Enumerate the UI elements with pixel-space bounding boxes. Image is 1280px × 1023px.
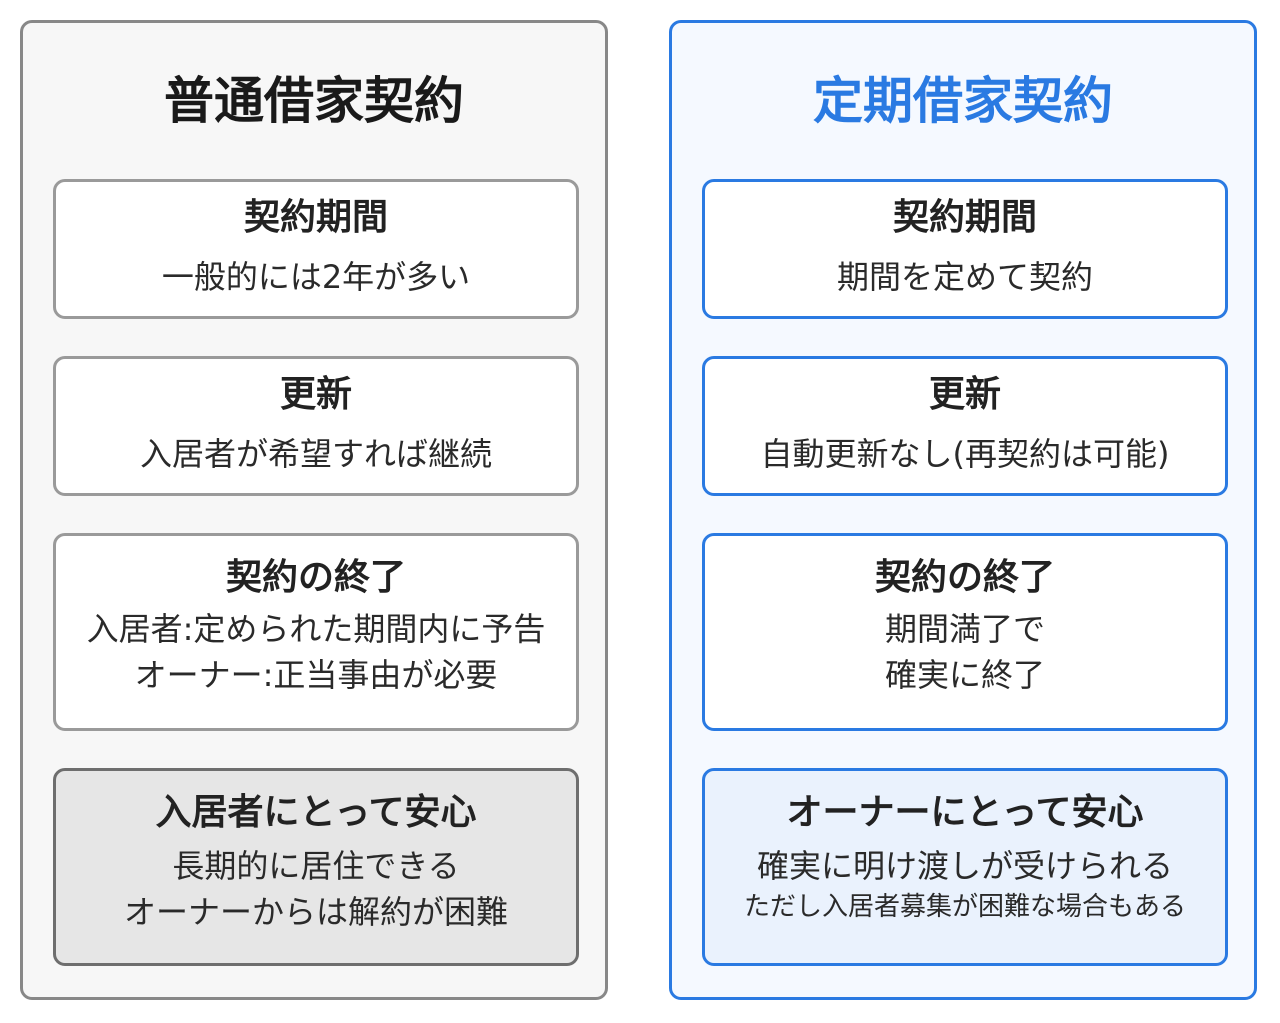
ordinary-termination-card: 契約の終了 入居者:定められた期間内に予告 オーナー:正当事由が必要: [53, 533, 579, 731]
card-title: オーナーにとって安心: [786, 792, 1144, 833]
card-title: 契約の終了: [874, 557, 1055, 598]
fixed-renewal-card: 更新 自動更新なし(再契約は可能): [702, 356, 1228, 496]
card-text: 確実に終了: [884, 656, 1045, 694]
card-text: 入居者が希望すれば継続: [139, 435, 492, 473]
card-title: 契約期間: [892, 197, 1037, 238]
card-title: 契約の終了: [225, 557, 406, 598]
card-text: 長期的に居住できる: [172, 847, 460, 885]
fixed-term-lease-column: 定期借家契約 契約期間 期間を定めて契約 更新 自動更新なし(再契約は可能) 契…: [669, 20, 1257, 1000]
ordinary-tenant-security-card: 入居者にとって安心 長期的に居住できる オーナーからは解約が困難: [53, 768, 579, 966]
fixed-term-lease-title: 定期借家契約: [813, 72, 1113, 130]
ordinary-lease-title: 普通借家契約: [164, 72, 464, 130]
card-text: 自動更新なし(再契約は可能): [760, 435, 1170, 473]
card-text: 期間満了で: [884, 610, 1045, 648]
fixed-owner-security-card: オーナーにとって安心 確実に明け渡しが受けられる ただし入居者募集が困難な場合も…: [702, 768, 1228, 966]
card-note: ただし入居者募集が困難な場合もある: [743, 892, 1186, 922]
card-text: オーナー:正当事由が必要: [134, 656, 498, 694]
card-text: オーナーからは解約が困難: [123, 893, 508, 931]
card-text: 入居者:定められた期間内に予告: [86, 610, 546, 648]
fixed-termination-card: 契約の終了 期間満了で 確実に終了: [702, 533, 1228, 731]
card-text: 期間を定めて契約: [836, 258, 1093, 296]
card-text: 確実に明け渡しが受けられる: [756, 847, 1173, 885]
ordinary-renewal-card: 更新 入居者が希望すれば継続: [53, 356, 579, 496]
card-title: 入居者にとって安心: [155, 792, 477, 833]
card-title: 更新: [928, 374, 1001, 415]
ordinary-contract-period-card: 契約期間 一般的には2年が多い: [53, 179, 579, 319]
card-text: 一般的には2年が多い: [161, 258, 471, 296]
card-title: 更新: [279, 374, 352, 415]
ordinary-lease-column: 普通借家契約 契約期間 一般的には2年が多い 更新 入居者が希望すれば継続 契約…: [20, 20, 608, 1000]
card-title: 契約期間: [243, 197, 388, 238]
fixed-contract-period-card: 契約期間 期間を定めて契約: [702, 179, 1228, 319]
